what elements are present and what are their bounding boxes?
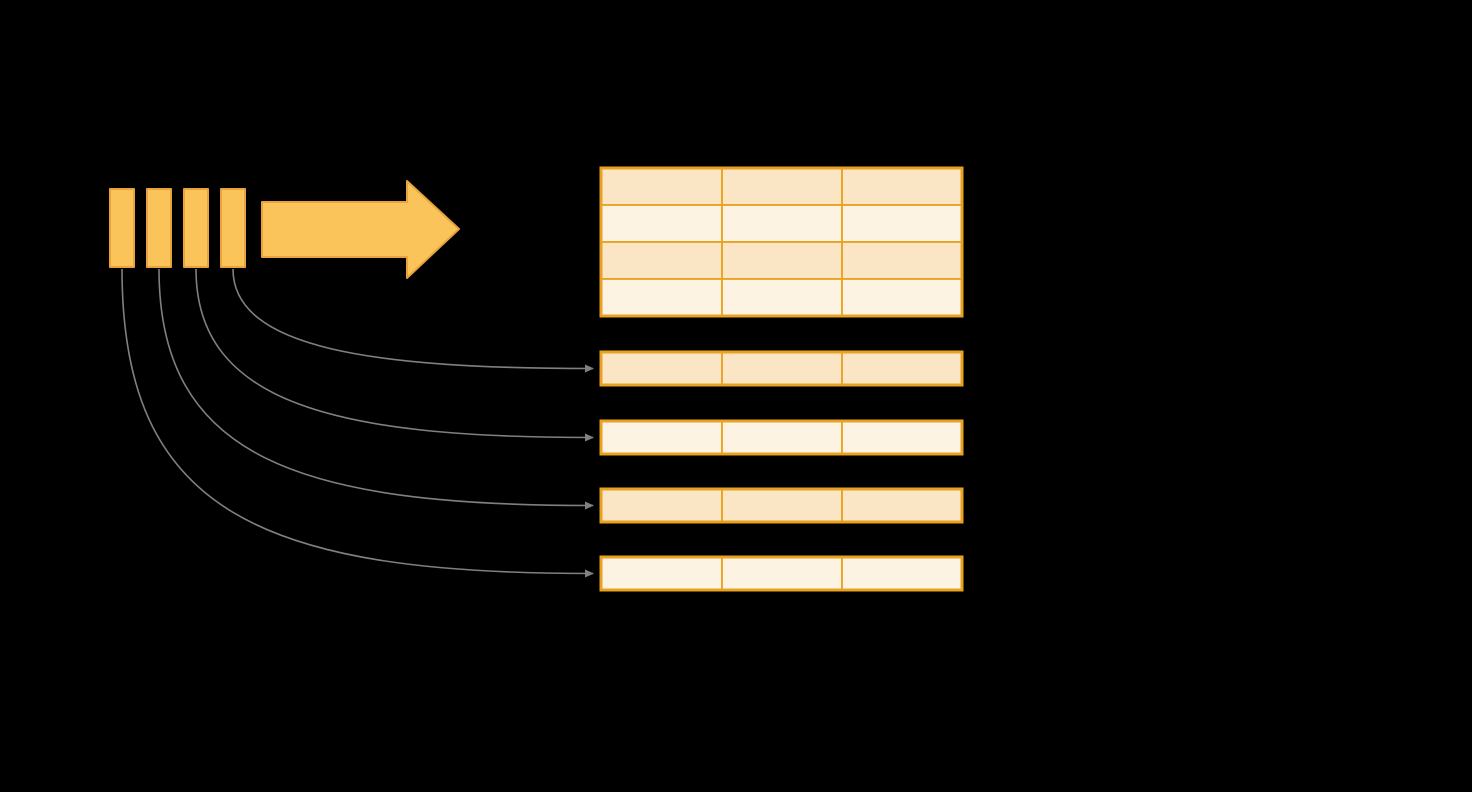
row-table-2 (599, 419, 964, 456)
matrix-cell-r4c1 (600, 278, 723, 317)
matrix-cell-r4c3 (841, 278, 963, 317)
matrix-cell-r3c3 (841, 241, 963, 280)
row-table-3 (599, 487, 964, 524)
row-table-2-cell-r1c2 (721, 420, 843, 455)
matrix-table (599, 166, 964, 318)
row-table-3-cell-r1c1 (600, 488, 723, 523)
matrix-cell-r1c2 (721, 167, 843, 206)
matrix-cell-r1c3 (841, 167, 963, 206)
row-table-4-outline (599, 555, 964, 592)
matrix-cell-r2c3 (841, 204, 963, 243)
matrix-cell-r4c2 (721, 278, 843, 317)
connector-arrow-1 (232, 268, 594, 373)
row-table-2-outline (599, 419, 964, 456)
row-table-3-outline (599, 487, 964, 524)
connector-arrow-3 (158, 268, 594, 510)
row-table-4-cell-r1c1 (600, 556, 723, 591)
row-table-4-cell-r1c2 (721, 556, 843, 591)
row-table-1 (599, 350, 964, 387)
packed-bar-3 (183, 188, 209, 268)
row-table-1-cell-r1c1 (600, 351, 723, 386)
packed-bar-2 (146, 188, 172, 268)
row-table-1-cell-r1c3 (841, 351, 963, 386)
packed-bar-4 (220, 188, 246, 268)
connector-arrow-4 (121, 268, 594, 578)
row-table-1-outline (599, 350, 964, 387)
matrix-cell-r1c1 (600, 167, 723, 206)
row-table-3-cell-r1c2 (721, 488, 843, 523)
connector-arrows-group (121, 268, 594, 578)
row-table-2-cell-r1c1 (600, 420, 723, 455)
row-tables-group (599, 350, 964, 592)
expand-arrow-icon (261, 180, 460, 279)
row-table-2-cell-r1c3 (841, 420, 963, 455)
matrix-outline (599, 166, 964, 318)
packed-bar-1 (109, 188, 135, 268)
row-table-3-cell-r1c3 (841, 488, 963, 523)
row-table-4-cell-r1c3 (841, 556, 963, 591)
matrix-cell-r3c1 (600, 241, 723, 280)
matrix-cell-r2c1 (600, 204, 723, 243)
matrix-cell-r3c2 (721, 241, 843, 280)
row-table-1-cell-r1c2 (721, 351, 843, 386)
packed-bars-group (109, 188, 246, 268)
row-table-4 (599, 555, 964, 592)
connector-arrow-2 (195, 268, 594, 442)
matrix-cell-r2c2 (721, 204, 843, 243)
